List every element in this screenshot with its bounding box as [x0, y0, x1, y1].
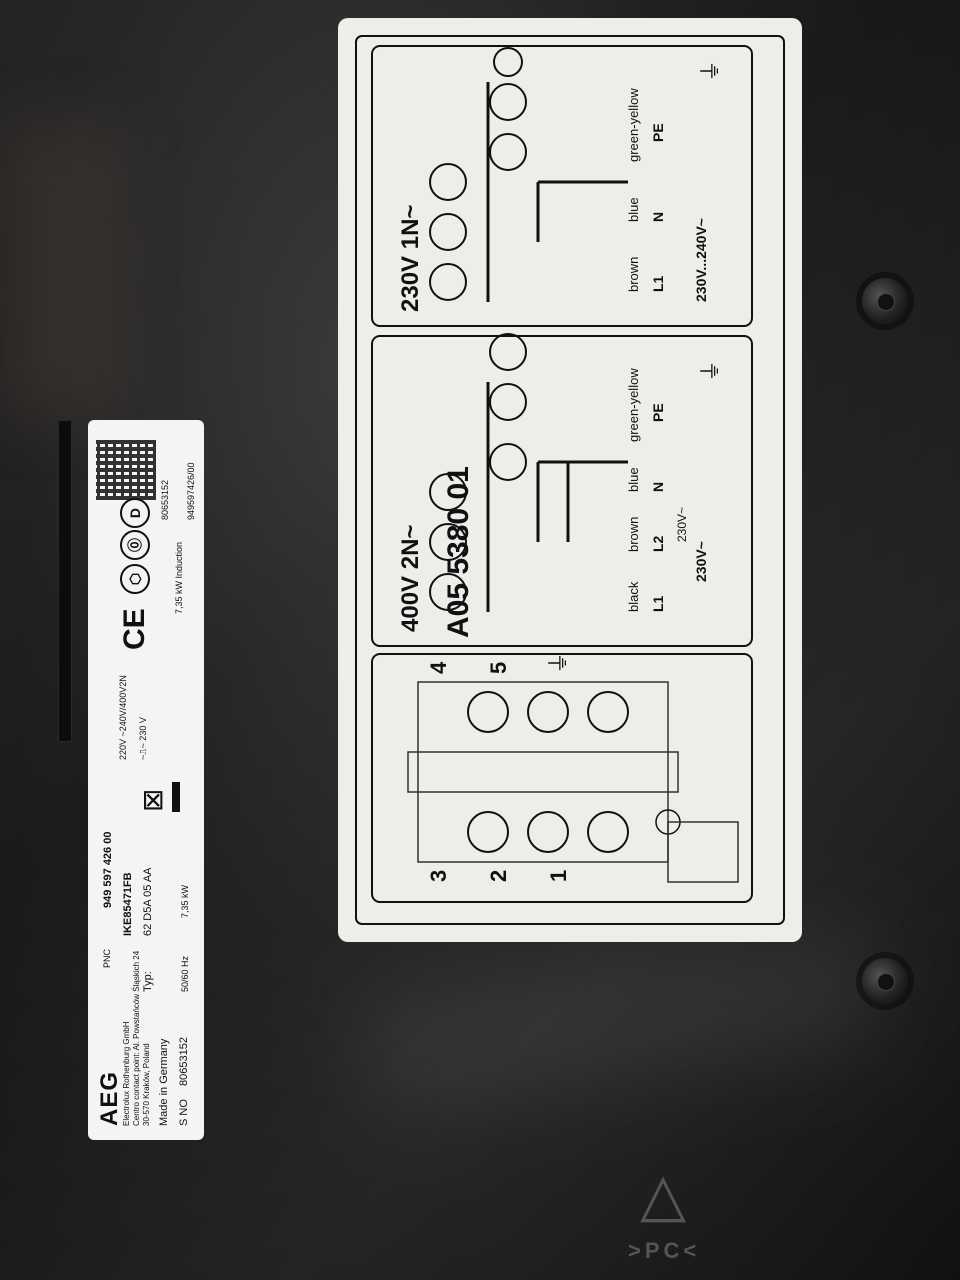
serial-value: 80653152 [178, 1037, 190, 1086]
wire-230-green-yellow: green-yellow [626, 88, 641, 162]
terminal-label-1: 1 [546, 870, 571, 882]
section-230v-earth-icon: ⏚ [698, 60, 723, 82]
mark-d: D [120, 498, 150, 528]
vent-slot [58, 420, 72, 742]
data-matrix-code [96, 440, 156, 500]
model: IKE85471FB [122, 872, 134, 936]
term-230-n: N [650, 212, 666, 222]
ce-mark: CE [118, 608, 151, 650]
section-230v-voltage: 230V 1N~ [397, 205, 424, 312]
terminal-label-4: 4 [426, 661, 451, 674]
terminal-label-5: 5 [486, 662, 511, 674]
type-label: Typ: [142, 971, 154, 992]
serial-label: S NO [178, 1099, 190, 1126]
glare-bottom [354, 924, 886, 1116]
part-number: A05 5380 01 [442, 466, 475, 638]
term-400-pe: PE [650, 403, 666, 422]
terminal-label-2: 2 [486, 870, 511, 882]
voltage-line-2: ~⎍~ 230 V [138, 717, 148, 760]
ul-mark-icon: ⓪ [120, 530, 150, 560]
brand-logo: AEG [96, 1070, 123, 1126]
pnc-label: PNC [102, 948, 112, 968]
recycle-icon: △ [640, 1161, 687, 1228]
power: 7,35 kW [180, 884, 190, 918]
wiring-diagram: 3 2 1 4 5 ⏚ A05 5380 01 400V 2N~ [355, 35, 785, 925]
wiring-label: 3 2 1 4 5 ⏚ A05 5380 01 400V 2N~ [338, 18, 802, 942]
voltage-line-1: 220V ~240V/400V2N [118, 675, 128, 760]
term-230-pe: PE [650, 123, 666, 142]
wire-400-brown: brown [626, 517, 641, 552]
frequency: 50/60 Hz [180, 955, 190, 992]
terminal-earth-icon: ⏚ [546, 652, 571, 674]
wire-400-green-yellow: green-yellow [626, 368, 641, 442]
cert-mark-icon: ⬡ [120, 564, 150, 594]
terminal-block-panel [371, 653, 753, 903]
rating-plate: AEG Electrolux Rothenburg GmbH Centro co… [88, 420, 204, 1140]
made-in: Made in Germany [158, 1038, 170, 1126]
section-400v-earth-icon: ⏚ [698, 360, 723, 382]
terminal-screws [467, 691, 681, 853]
voltage-400-range: 230V~ [693, 541, 709, 582]
serial-code: 80653152 [160, 479, 170, 520]
part-code: 949597426/00 [186, 462, 196, 520]
weee-bar [172, 782, 180, 812]
terminal-label-3: 3 [426, 870, 451, 882]
screw-bottom [862, 958, 908, 1004]
wire-400-blue: blue [626, 467, 641, 492]
wire-230-blue: blue [626, 197, 641, 222]
term-400-l2: L2 [650, 535, 666, 552]
voltage-400-l2-n: 230V~ [675, 507, 689, 542]
wire-230-brown: brown [626, 257, 641, 292]
term-400-n: N [650, 482, 666, 492]
section-400v-terminals [429, 333, 527, 611]
voltage-230-range: 230V...240V~ [693, 218, 709, 302]
wire-400-black: black [626, 581, 641, 612]
term-400-l1: L1 [650, 595, 666, 612]
screw-top [862, 278, 908, 324]
term-230-l1: L1 [650, 275, 666, 292]
section-230v-terminals [429, 47, 527, 301]
glare-left [0, 120, 120, 420]
pnc-value: 949 597 426 00 [102, 831, 114, 908]
induction-rating: 7,35 kW Induction [174, 541, 184, 614]
section-230v [371, 45, 753, 327]
weee-bin-icon: ⊠ [137, 788, 168, 812]
section-400v [371, 335, 753, 647]
recycle-code: >PC< [628, 1238, 701, 1263]
type-value: 62 D5A 05 AA [142, 867, 154, 937]
section-400v-voltage: 400V 2N~ [397, 525, 424, 632]
